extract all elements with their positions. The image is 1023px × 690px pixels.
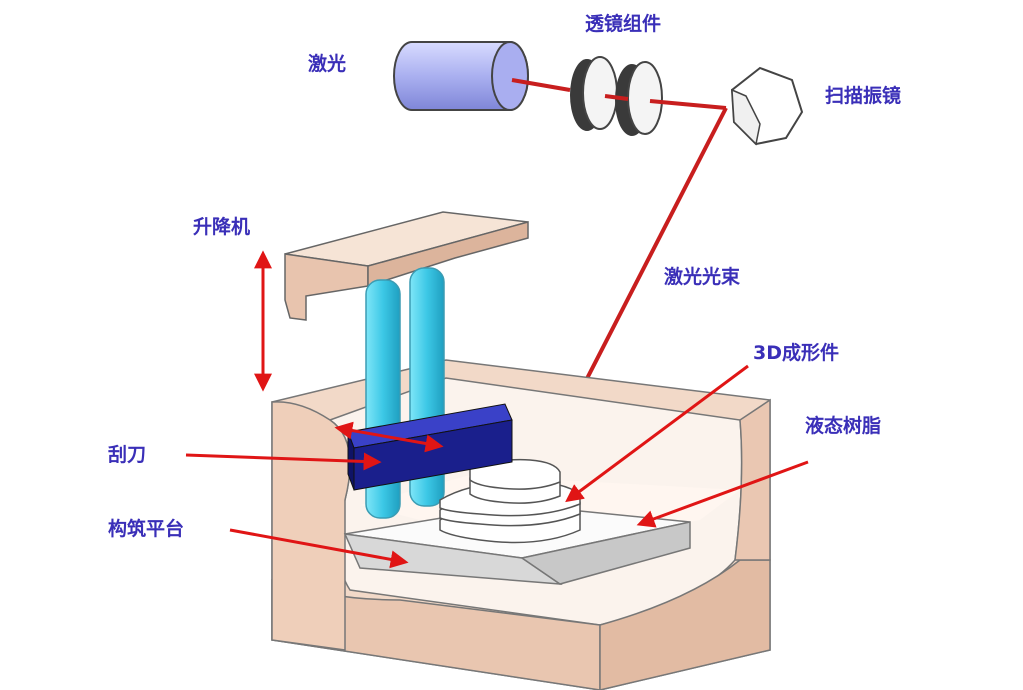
label-laser: 激光 [308, 52, 346, 75]
lens-assembly [570, 56, 663, 136]
blade-pointer [185, 452, 382, 471]
labels: 激光 透镜组件 扫描振镜 升降机 激光光束 3D成形件 液态树脂 刮刀 构筑平台 [108, 12, 901, 540]
annotation-arrows [185, 250, 809, 569]
resin-pointer [636, 460, 809, 528]
label-elevator: 升降机 [193, 215, 250, 238]
label-galvo: 扫描振镜 [825, 84, 901, 107]
platform-pointer [229, 528, 409, 569]
part-pointer [565, 364, 749, 503]
label-beam: 激光光束 [664, 265, 741, 288]
label-lens: 透镜组件 [585, 12, 661, 35]
printed-part [439, 458, 581, 544]
label-resin: 液态树脂 [805, 414, 881, 437]
label-blade: 刮刀 [108, 443, 146, 466]
galvo-mirror [730, 66, 804, 146]
blade-motion-arrow [334, 421, 444, 453]
label-platform: 构筑平台 [108, 517, 184, 540]
laser-source [393, 41, 529, 111]
elevator-head [284, 211, 529, 321]
label-part: 3D成形件 [753, 341, 839, 364]
